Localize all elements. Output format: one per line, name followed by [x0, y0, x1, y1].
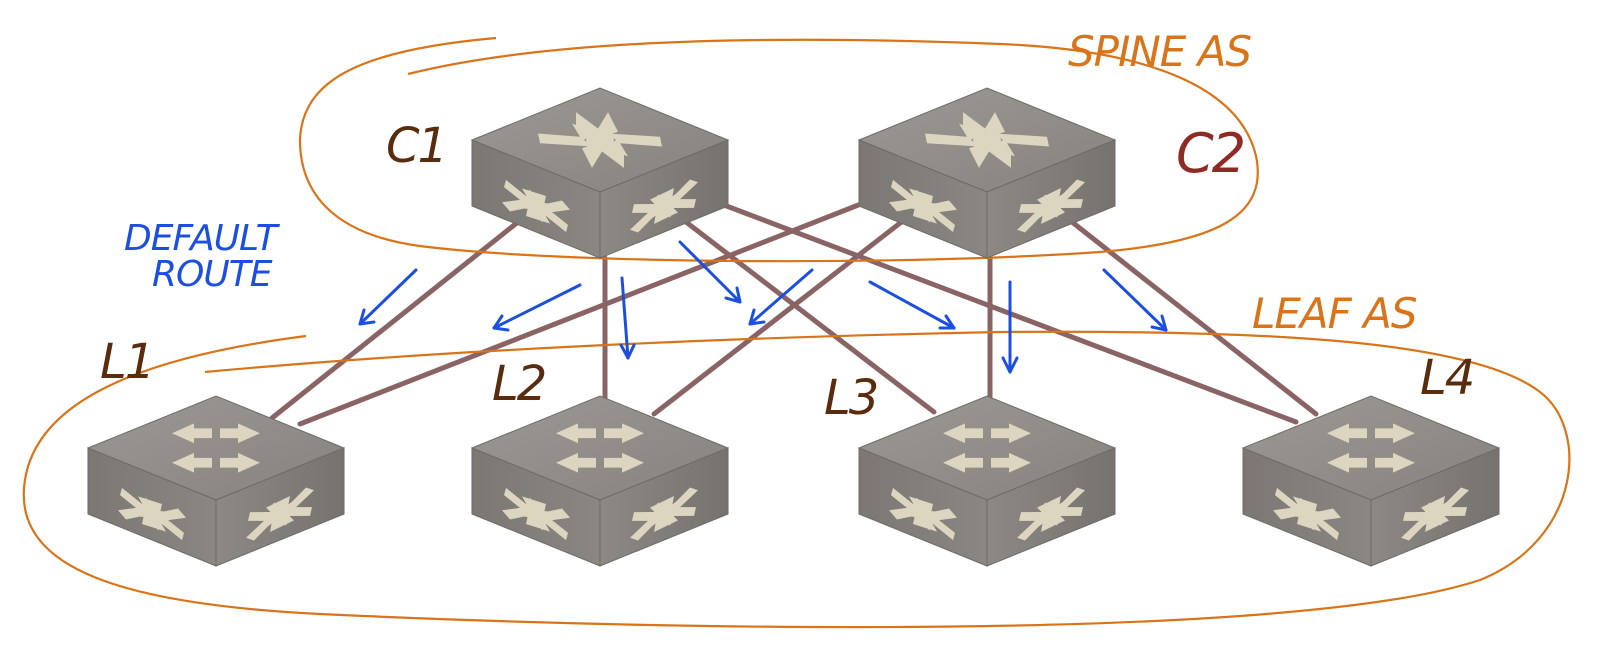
leaf-switch-l2 [470, 395, 730, 567]
links-group [269, 199, 1319, 427]
default-route-arrow [868, 280, 956, 330]
default-route-arrow [492, 283, 582, 332]
default-route-arrow [748, 268, 814, 326]
default-route-arrows [358, 240, 1168, 374]
node-label-c2: C2 [1176, 122, 1244, 185]
leaf-switch-l4 [1241, 395, 1501, 567]
default-route-arrow [678, 240, 742, 304]
spine-switch-c1 [470, 87, 730, 259]
link-c2-l4 [1069, 219, 1319, 417]
spine-switch-c2 [857, 87, 1117, 259]
leaf-switch-l1 [86, 395, 346, 567]
link-c1-l3 [683, 219, 937, 415]
node-label-l3: L3 [824, 370, 877, 426]
spine-as-label: SPINE AS [1068, 27, 1251, 76]
default-route-label-line2: ROUTE [152, 254, 273, 295]
link-c2-l2 [651, 217, 907, 417]
link-c1-l1 [269, 219, 521, 421]
node-label-l1: L1 [100, 334, 153, 390]
leaf-switch-l3 [857, 395, 1117, 567]
node-label-l4: L4 [1420, 350, 1473, 406]
default-route-label-line1: DEFAULT [124, 218, 281, 259]
default-route-arrow [358, 268, 418, 326]
default-route-arrow [1001, 280, 1019, 374]
leaf-as-outline [22, 330, 1571, 629]
default-route-arrow [1102, 268, 1168, 332]
link-c1-l4 [713, 199, 1299, 425]
node-label-l2: L2 [492, 356, 545, 412]
link-c2-l1 [297, 199, 869, 427]
default-route-arrow [619, 276, 636, 360]
node-label-c1: C1 [386, 118, 446, 174]
spine-as-outline [298, 36, 1259, 263]
leaf-as-label: LEAF AS [1252, 289, 1417, 338]
